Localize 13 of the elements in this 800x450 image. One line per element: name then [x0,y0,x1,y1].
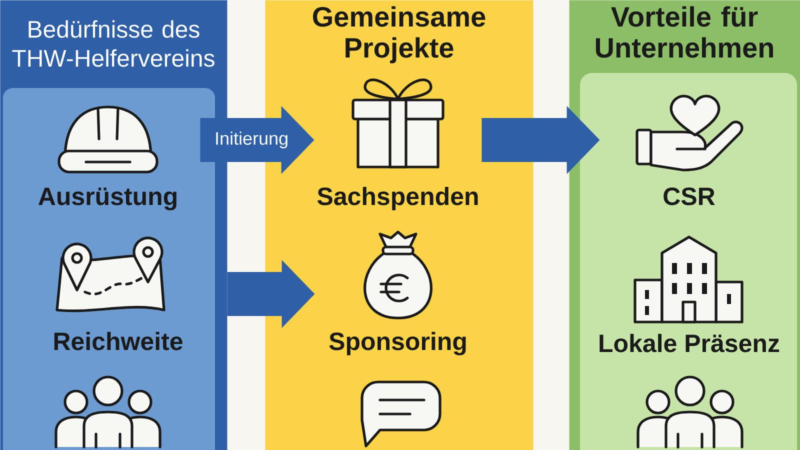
edge-label: Initierung [213,130,290,150]
item-label: Lokale Präsenz [600,334,780,352]
column-heading: Gemeinsame Projekte [313,6,486,64]
people-icon [636,376,744,448]
column-heading: Bedürfnisse des THW-Helfervereins [12,20,214,67]
item-label: Reichweite [54,332,182,350]
column-heading: Vorteile für Unternehmen [596,6,773,58]
speech-bubble-icon [360,380,442,448]
item-label: Ausrüstung [38,188,176,210]
item-label: Sachspenden [317,186,478,210]
item-label: Sponsoring [329,332,466,356]
people-icon [54,376,162,448]
item-label: CSR [664,188,715,206]
